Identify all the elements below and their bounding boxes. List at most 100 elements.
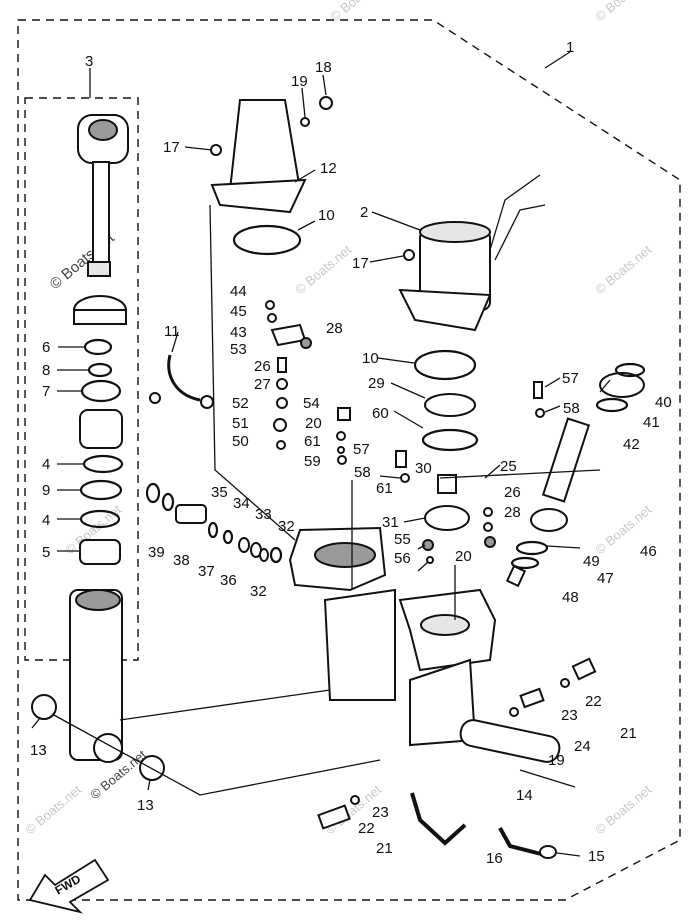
part-23-left xyxy=(350,795,360,805)
motor-lead-1 xyxy=(489,174,541,251)
part-30 xyxy=(437,474,457,494)
watermark: © Boats.net xyxy=(592,242,654,298)
callout-29: 29 xyxy=(368,375,385,392)
part-44 xyxy=(265,300,275,310)
callout-54: 54 xyxy=(303,395,320,412)
connector-cover xyxy=(209,204,296,541)
part-52 xyxy=(276,397,288,409)
callout-32b: 32 xyxy=(250,583,267,600)
part-6 xyxy=(83,338,113,356)
part-22-right xyxy=(571,657,597,681)
rod-thread xyxy=(87,261,111,277)
callout-49: 49 xyxy=(583,553,600,570)
callout-61a: 61 xyxy=(304,433,321,450)
part-47 xyxy=(510,556,540,570)
part-35 xyxy=(238,537,250,553)
part-23-right xyxy=(560,678,570,688)
part-7 xyxy=(80,379,122,403)
callout-13b: 13 xyxy=(137,797,154,814)
callout-28a: 28 xyxy=(326,320,343,337)
part-5 xyxy=(79,539,121,565)
callout-19b: 19 xyxy=(548,752,565,769)
callout-9: 9 xyxy=(42,482,50,499)
part-43 xyxy=(270,323,307,347)
part-16-pipe-b xyxy=(498,827,546,857)
callout-22a: 22 xyxy=(585,693,602,710)
callout-31: 31 xyxy=(382,514,399,531)
callout-56: 56 xyxy=(394,550,411,567)
part-33 xyxy=(259,548,269,562)
part-18 xyxy=(319,96,333,110)
part-56 xyxy=(426,556,434,564)
callout-21b: 21 xyxy=(376,840,393,857)
callout-27: 27 xyxy=(254,376,271,393)
assembly-3-outline xyxy=(24,97,139,661)
part-53 xyxy=(277,357,287,373)
callout-58b: 58 xyxy=(354,464,371,481)
part-20-upper xyxy=(336,431,346,441)
part-61-upper xyxy=(337,446,345,454)
body-bore xyxy=(314,542,376,568)
callout-61b: 61 xyxy=(376,480,393,497)
watermark: © Boats.net xyxy=(592,782,654,838)
callout-51: 51 xyxy=(232,415,249,432)
part-10-lower xyxy=(413,349,477,381)
callout-55: 55 xyxy=(394,531,411,548)
callout-3: 3 xyxy=(85,53,93,70)
pump-body xyxy=(288,526,497,747)
part-11-hose xyxy=(167,354,201,402)
callout-25: 25 xyxy=(500,458,517,475)
part-27 xyxy=(276,378,288,390)
hose-fitting-a xyxy=(149,392,161,404)
callout-37: 37 xyxy=(198,563,215,580)
part-16-pipe-a xyxy=(410,792,467,846)
part-32-left xyxy=(222,529,234,545)
part-60 xyxy=(421,428,479,452)
callout-57a: 57 xyxy=(562,370,579,387)
part-40 xyxy=(614,362,646,378)
part-36 xyxy=(207,521,219,539)
part-10-upper xyxy=(232,224,302,256)
callout-10b: 10 xyxy=(362,350,379,367)
fwd-arrow-icon: FWD xyxy=(28,858,110,914)
callout-33: 33 xyxy=(255,506,272,523)
hose-fitting-b xyxy=(200,395,214,409)
part-58-upper xyxy=(535,408,545,418)
callout-50: 50 xyxy=(232,433,249,450)
callout-45: 45 xyxy=(230,303,247,320)
part-42 xyxy=(595,397,629,413)
callout-26a: 26 xyxy=(254,358,271,375)
part-51 xyxy=(273,418,287,432)
callout-32a: 32 xyxy=(278,518,295,535)
callout-53: 53 xyxy=(230,341,247,358)
watermark: © Boats.net xyxy=(592,0,654,24)
tilt-cylinder-assembly xyxy=(69,114,129,763)
callout-19a: 19 xyxy=(291,73,308,90)
part-58-lower xyxy=(400,473,410,483)
part-12-cover xyxy=(228,99,302,191)
part-28-upper xyxy=(300,337,312,349)
callout-7: 7 xyxy=(42,383,50,400)
callout-23b: 23 xyxy=(372,804,389,821)
part-46-rod xyxy=(541,417,591,503)
callout-21a: 21 xyxy=(620,725,637,742)
callout-1: 1 xyxy=(566,39,574,56)
callout-8: 8 xyxy=(42,362,50,379)
callout-43: 43 xyxy=(230,324,247,341)
callout-2: 2 xyxy=(360,204,368,221)
part-19-top xyxy=(300,117,310,127)
part-29 xyxy=(424,393,476,417)
part-8 xyxy=(87,362,113,378)
callout-15: 15 xyxy=(588,848,605,865)
valve-bore xyxy=(420,614,470,636)
motor-flange xyxy=(398,288,492,332)
callout-57b: 57 xyxy=(353,441,370,458)
part-57-lower xyxy=(395,450,407,468)
callout-36: 36 xyxy=(220,572,237,589)
motor-lead-2 xyxy=(494,204,546,261)
watermark: © Boats.net xyxy=(22,782,84,838)
part-25 xyxy=(483,507,493,517)
part-38 xyxy=(161,492,175,512)
piston-rod xyxy=(92,161,110,273)
callout-4a: 4 xyxy=(42,456,50,473)
